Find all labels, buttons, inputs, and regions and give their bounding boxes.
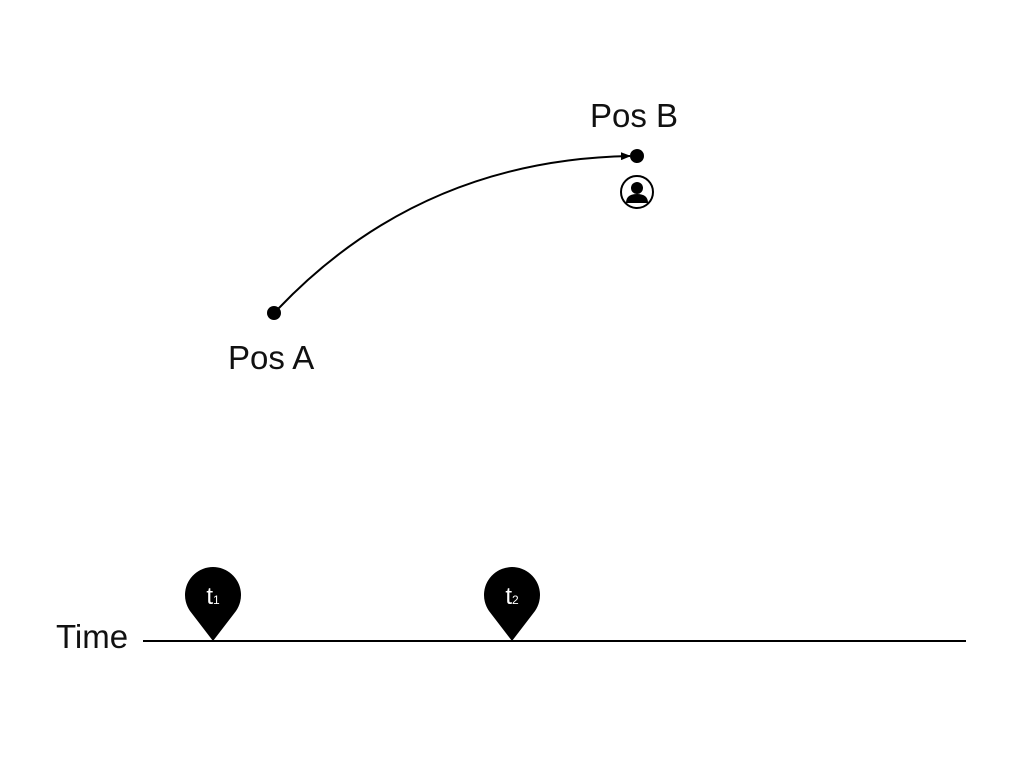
map-pin-icon bbox=[484, 567, 541, 641]
marker-t1-sub: 1 bbox=[213, 593, 220, 607]
time-label: Time bbox=[56, 618, 128, 655]
svg-text:t2: t2 bbox=[505, 583, 519, 610]
marker-t1-base: t bbox=[206, 583, 213, 610]
svg-text:t1: t1 bbox=[206, 583, 220, 610]
time-marker-t2: t2 bbox=[484, 567, 541, 641]
pos-b-point bbox=[630, 149, 644, 163]
trajectory-arrow bbox=[277, 152, 631, 310]
pos-a-label: Pos A bbox=[228, 339, 314, 376]
user-avatar-icon bbox=[620, 175, 654, 209]
pos-b-label: Pos B bbox=[590, 97, 678, 134]
map-pin-icon bbox=[185, 567, 241, 641]
marker-t2-sub: 2 bbox=[512, 593, 519, 607]
time-marker-t1: t1 bbox=[185, 567, 241, 641]
pos-a-point bbox=[267, 306, 281, 320]
marker-t2-base: t bbox=[505, 583, 512, 610]
